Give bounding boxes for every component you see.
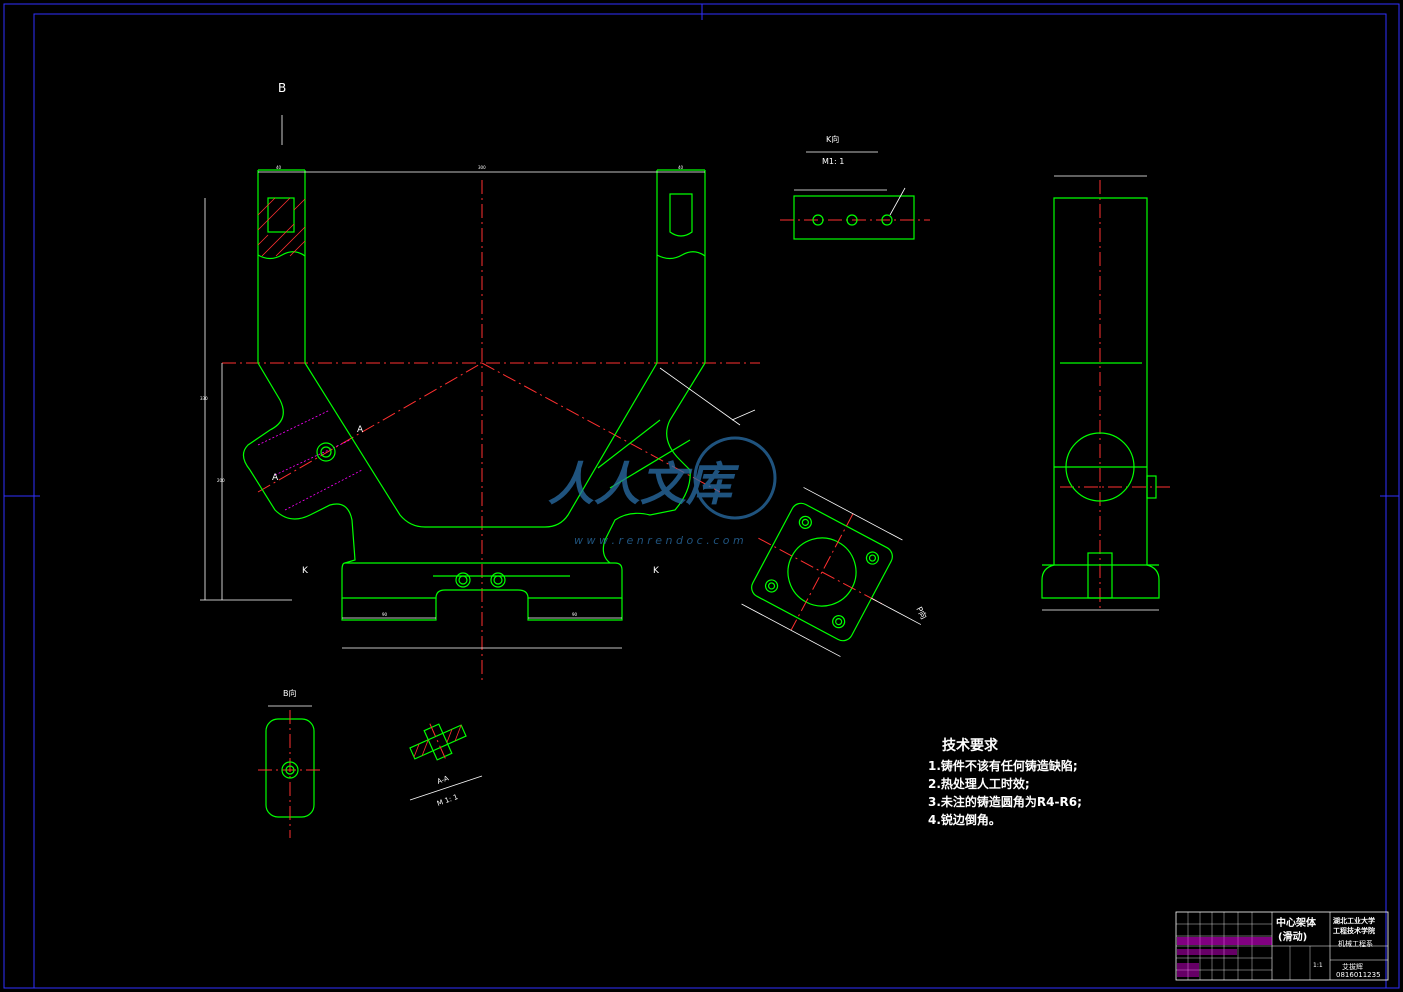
title-school-sub: 工程技术学院 bbox=[1333, 926, 1375, 935]
tech-req-title: 技术要求 bbox=[942, 738, 998, 754]
k-view: K向 M1: 1 bbox=[780, 134, 930, 240]
label-k-left: K bbox=[302, 566, 309, 576]
label-p-view: P向 bbox=[914, 605, 929, 621]
title-part-name-sub: (滑动) bbox=[1278, 930, 1307, 943]
label-b-section: B bbox=[278, 81, 286, 95]
main-view: 40 300 40 330 200 90 90 B K K A A bbox=[200, 81, 760, 682]
svg-text:40: 40 bbox=[276, 165, 282, 170]
tech-req-item: 2.热处理人工时效; bbox=[928, 777, 1030, 791]
label-k-view: K向 bbox=[826, 134, 839, 144]
label-aa-scale: M 1: 1 bbox=[436, 793, 459, 808]
tech-req-item: 3.未注的铸造圆角为R4-R6; bbox=[928, 795, 1082, 809]
label-a-lower: A bbox=[272, 473, 279, 483]
title-student-id: 0816011235 bbox=[1336, 971, 1381, 979]
svg-text:40: 40 bbox=[678, 165, 684, 170]
label-b-view: B向 bbox=[283, 688, 297, 698]
title-block: 中心架体 (滑动) 湖北工业大学 工程技术学院 机械工程系 1:1 艾拔辉 08… bbox=[1175, 911, 1389, 981]
svg-text:300: 300 bbox=[478, 165, 486, 170]
b-view: B向 bbox=[258, 688, 322, 838]
svg-text:200: 200 bbox=[217, 478, 225, 483]
label-k-scale: M1: 1 bbox=[822, 157, 844, 166]
tech-requirements: 技术要求 1.铸件不该有任何铸造缺陷; 2.热处理人工时效; 3.未注的铸造圆角… bbox=[928, 735, 1082, 829]
svg-text:90: 90 bbox=[382, 612, 388, 617]
tech-req-item: 1.铸件不该有任何铸造缺陷; bbox=[928, 759, 1078, 773]
title-scale: 1:1 bbox=[1313, 962, 1323, 969]
tech-req-item: 4.锐边倒角。 bbox=[928, 813, 1001, 827]
side-view bbox=[1041, 175, 1172, 611]
svg-text:90: 90 bbox=[572, 612, 578, 617]
title-school: 湖北工业大学 bbox=[1333, 916, 1375, 925]
watermark-text: 人人文库 bbox=[548, 457, 740, 511]
label-k-right: K bbox=[653, 566, 660, 576]
aa-section: A-A M 1: 1 bbox=[409, 723, 483, 808]
label-a-upper: A bbox=[357, 425, 364, 435]
title-student: 艾拔辉 bbox=[1342, 962, 1363, 971]
svg-text:330: 330 bbox=[200, 396, 208, 401]
watermark: 人人文库 w w w . r e n r e n d o c . c o m bbox=[548, 436, 777, 547]
title-dept: 机械工程系 bbox=[1338, 939, 1373, 948]
label-aa-section: A-A bbox=[436, 774, 450, 786]
inner-border bbox=[33, 13, 1387, 989]
title-part-name: 中心架体 bbox=[1276, 916, 1317, 929]
p-view bbox=[741, 487, 922, 657]
watermark-url: w w w . r e n r e n d o c . c o m bbox=[574, 534, 744, 547]
